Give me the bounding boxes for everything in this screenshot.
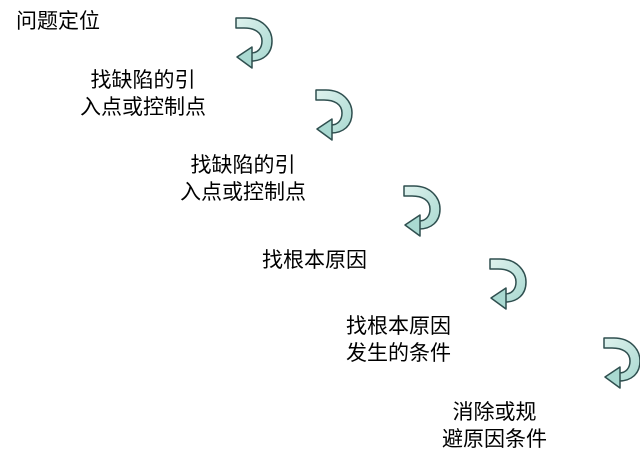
arrow-head <box>316 118 333 141</box>
step-line: 消除或规 <box>452 400 537 424</box>
step-line: 找根本原因 <box>346 314 451 338</box>
curved-arrow-icon <box>489 258 527 310</box>
step-line: 问题定位 <box>16 9 100 33</box>
step-line: 找缺陷的引 <box>90 68 196 92</box>
curved-arrow-icon <box>315 89 353 141</box>
step-1-label: 问题定位 <box>16 8 100 35</box>
step-line: 入点或控制点 <box>80 95 206 119</box>
step-2-label: 找缺陷的引 入点或控制点 <box>80 67 206 121</box>
arrow-head <box>604 366 621 389</box>
step-line: 找根本原因 <box>262 248 367 272</box>
arrow-head <box>404 214 421 237</box>
step-line: 入点或控制点 <box>180 180 306 204</box>
curved-arrow-icon <box>235 17 273 69</box>
step-line: 避原因条件 <box>442 427 547 451</box>
step-line: 发生的条件 <box>346 341 451 365</box>
arrow-head <box>236 46 253 69</box>
arrow-head <box>490 287 507 310</box>
step-6-label: 消除或规 避原因条件 <box>442 399 547 453</box>
curved-arrow-icon <box>403 185 441 237</box>
step-3-label: 找缺陷的引 入点或控制点 <box>180 152 306 206</box>
curved-arrow-icon <box>603 337 640 389</box>
step-4-label: 找根本原因 <box>262 247 367 274</box>
step-line: 找缺陷的引 <box>190 153 296 177</box>
step-5-label: 找根本原因 发生的条件 <box>346 313 451 367</box>
